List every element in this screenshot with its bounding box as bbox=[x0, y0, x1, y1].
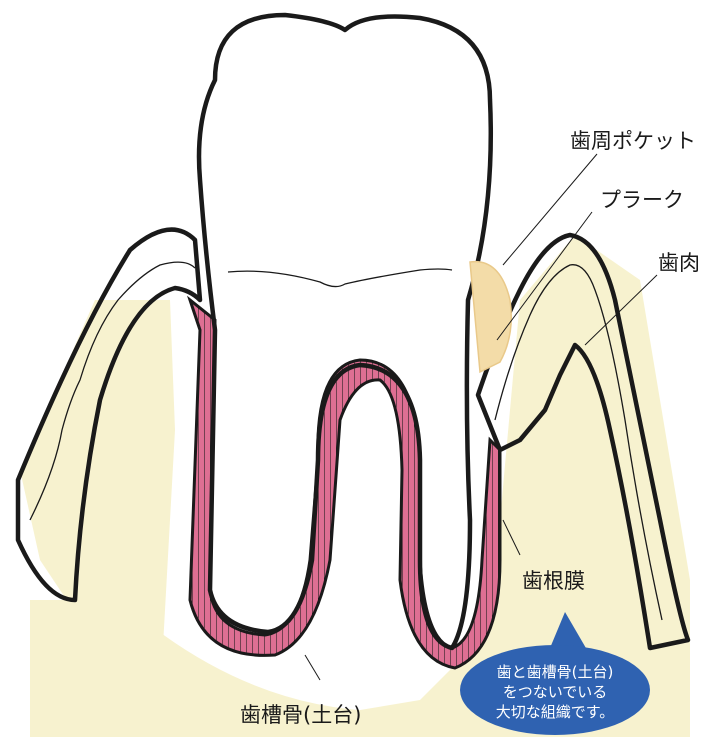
tooth[interactable] bbox=[199, 15, 491, 648]
label-plaque: プラーク bbox=[600, 188, 684, 212]
label-periodontal-pocket: 歯周ポケット bbox=[570, 129, 696, 153]
plaque bbox=[470, 262, 511, 372]
callout-line-3: 大切な組織です。 bbox=[496, 703, 615, 721]
label-alveolar-bone: 歯槽骨(土台) bbox=[240, 703, 361, 727]
label-gum: 歯肉 bbox=[658, 251, 700, 275]
callout-line-2: をつないでいる bbox=[503, 683, 608, 701]
periodontal-ligament bbox=[190, 300, 500, 668]
callout-line-1: 歯と歯槽骨(土台) bbox=[497, 663, 614, 681]
label-periodontal-ligament: 歯根膜 bbox=[522, 569, 585, 593]
